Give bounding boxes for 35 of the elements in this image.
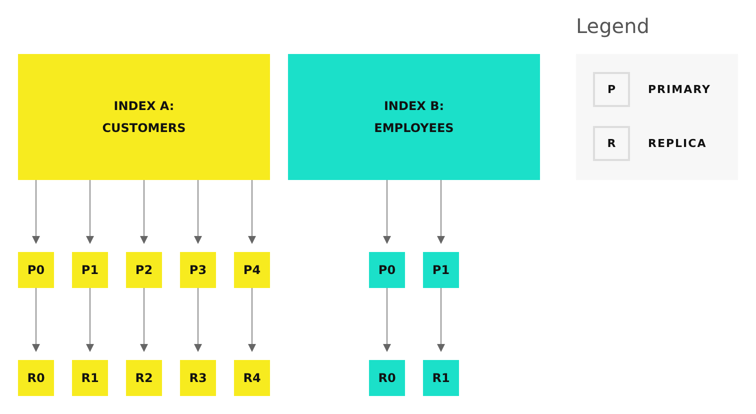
legend-title: Legend [576,14,650,38]
index-box: INDEX A: CUSTOMERS [18,54,270,180]
arrow [140,180,148,244]
shard-box: R4 [234,360,270,396]
shard-box: R0 [369,360,405,396]
shard-box: R1 [72,360,108,396]
arrow [437,288,445,352]
shard-box: P3 [180,252,216,288]
shard-box: P1 [423,252,459,288]
arrow [248,180,256,244]
shard-box: P0 [369,252,405,288]
legend-text: PRIMARY [648,83,711,96]
shard-box: P1 [72,252,108,288]
shard-box: P2 [126,252,162,288]
legend-text: REPLICA [648,137,707,150]
arrow [194,180,202,244]
shard-box: R0 [18,360,54,396]
arrow [437,180,445,244]
arrow [32,180,40,244]
index-box: INDEX B: EMPLOYEES [288,54,540,180]
arrow [248,288,256,352]
arrow [383,180,391,244]
legend-sample: P [593,72,630,107]
arrow [32,288,40,352]
arrow [383,288,391,352]
shard-box: R1 [423,360,459,396]
arrow [86,180,94,244]
arrow [194,288,202,352]
arrow [86,288,94,352]
shard-box: P0 [18,252,54,288]
shard-box: R2 [126,360,162,396]
shard-box: P4 [234,252,270,288]
shard-box: R3 [180,360,216,396]
legend-sample: R [593,126,630,161]
arrow [140,288,148,352]
